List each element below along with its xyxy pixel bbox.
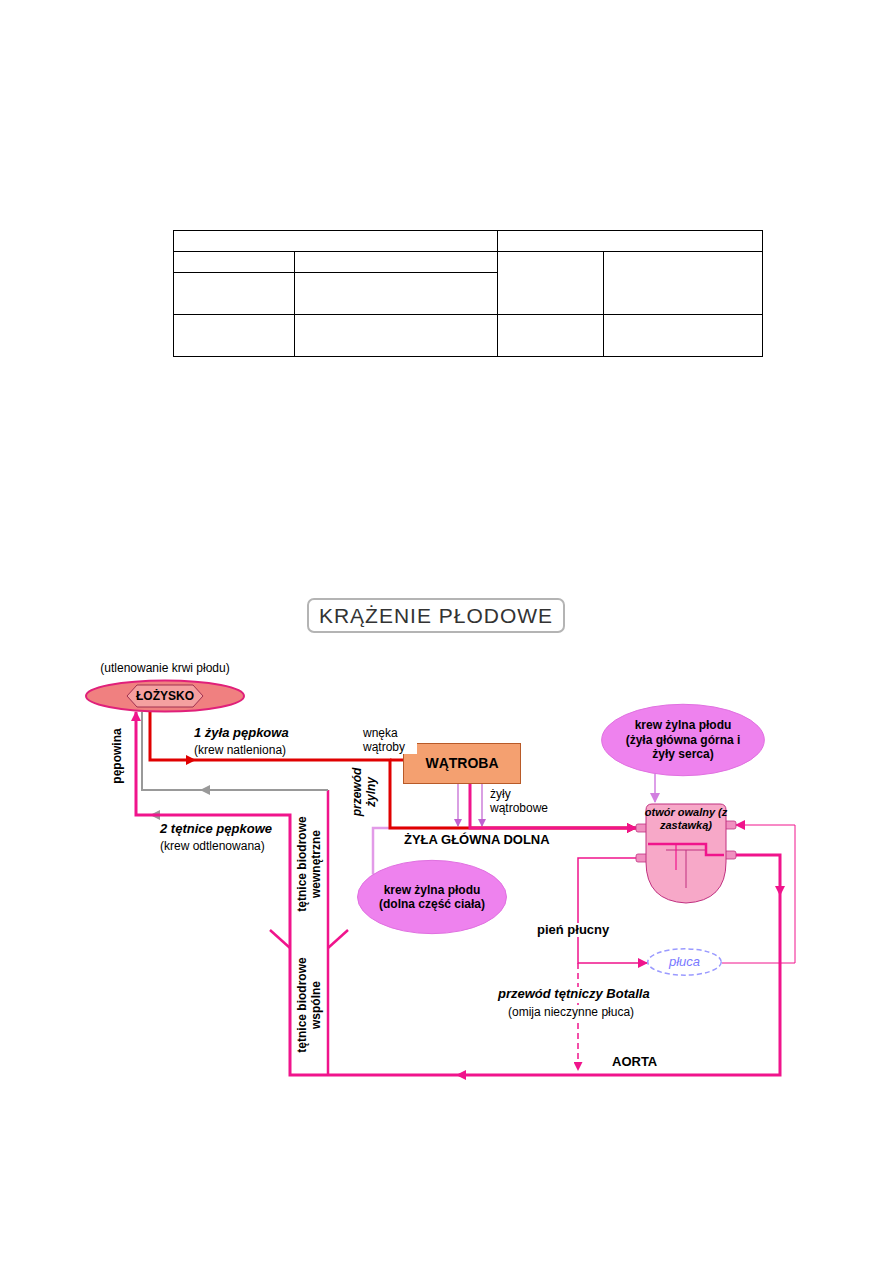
text-label: przewód tętniczy Botalla xyxy=(496,987,652,1001)
node-label: krew żylna płodu (żyła główna górna i ży… xyxy=(622,718,744,761)
placenta-ellipse: (utlenowanie krwi płodu)ŁOŻYSKO xyxy=(85,660,245,712)
text-label: AORTA xyxy=(610,1055,659,1069)
text-label: żyły wątrobowe xyxy=(488,787,566,815)
connector xyxy=(654,774,656,803)
text-label: (krew odtlenowana) xyxy=(158,839,267,853)
umbilical-artery xyxy=(327,790,330,1075)
text-label: (krew natleniona) xyxy=(192,743,288,757)
node-heading: (utlenowanie krwi płodu) xyxy=(75,660,255,676)
text-label: przewód żylny xyxy=(350,762,378,822)
node-label: WĄTROBA xyxy=(407,755,517,772)
text-label: wnęka wątroby xyxy=(361,726,417,754)
flow-arrow xyxy=(200,785,210,795)
text-label: pień płucny xyxy=(535,923,611,937)
venous-blood-ellipse: krew żylna płodu (żyła główna górna i ży… xyxy=(600,702,766,778)
text-label: 1 żyła pępkowa xyxy=(192,726,291,740)
text-label: pępowina xyxy=(110,718,124,794)
diagram-title: KRĄŻENIE PŁODOWE xyxy=(307,598,565,633)
lungs-ellipse: płuca xyxy=(647,948,722,976)
node-label: płuca xyxy=(653,954,717,970)
hepatic-vein xyxy=(457,784,458,826)
node-label: krew żylna płodu (dolna część ciała) xyxy=(374,883,490,912)
placenta-body: ŁOŻYSKO xyxy=(85,680,245,712)
text-label: tętnice biodrowe wewnętrzne xyxy=(295,809,323,919)
hepatic-vein xyxy=(481,784,482,826)
connector xyxy=(150,712,636,828)
empty-table xyxy=(173,230,763,357)
iliac-branch xyxy=(270,930,290,948)
liver-box: WĄTROBA xyxy=(403,743,521,784)
node-label: ŁOŻYSKO xyxy=(136,689,194,703)
text-label: (omija nieczynne płuca) xyxy=(506,1005,636,1019)
liver-hilum-stub xyxy=(390,759,403,762)
connector xyxy=(470,784,636,828)
text-label: tętnice biodrowe wspólne xyxy=(295,950,323,1060)
connector xyxy=(722,825,795,963)
connector xyxy=(578,858,647,963)
iliac-branch xyxy=(328,930,348,948)
umbilical-artery xyxy=(142,712,328,790)
heart-shape: otwór owalny (z zastawką) xyxy=(636,800,736,905)
text-label: 2 tętnice pępkowe xyxy=(158,822,274,836)
venous-blood-ellipse: krew żylna płodu (dolna część ciała) xyxy=(356,858,508,936)
node-label: otwór owalny (z zastawką) xyxy=(641,806,731,832)
text-label: ŻYŁA GŁÓWNA DOLNA xyxy=(402,833,552,847)
